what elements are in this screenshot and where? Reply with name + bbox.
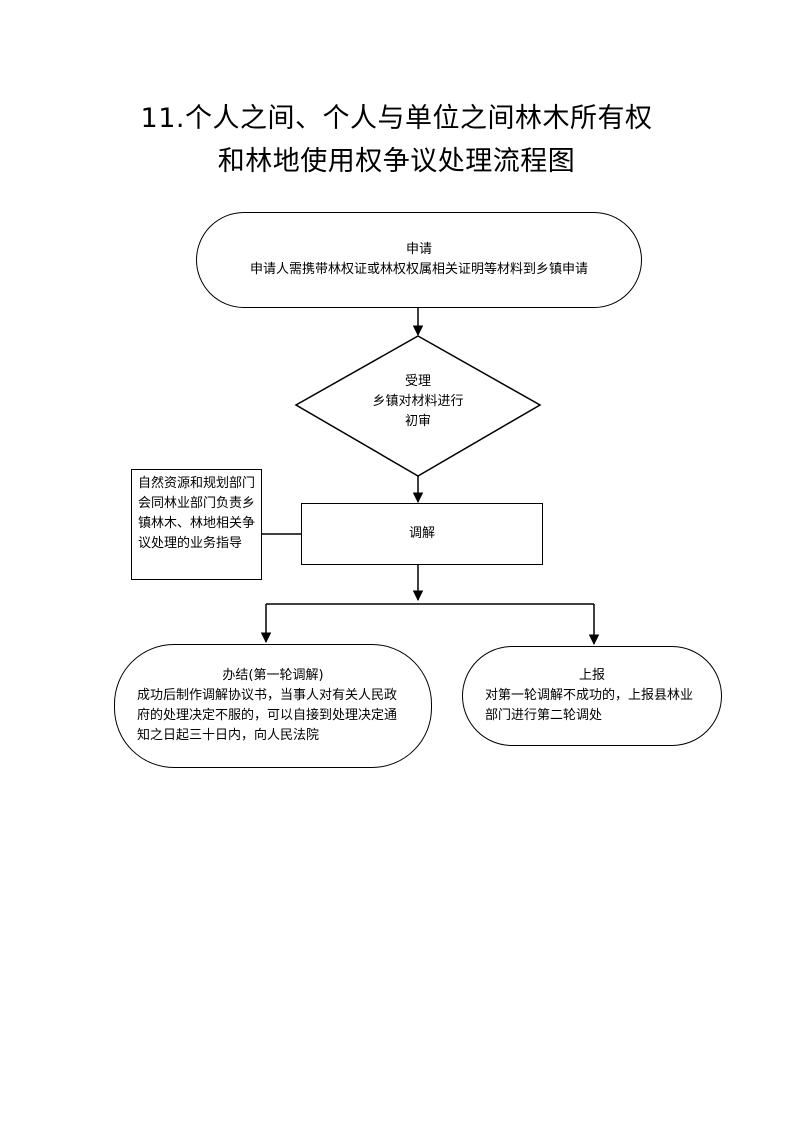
apply-node: 申请 申请人需携带林权证或林权权属相关证明等材料到乡镇申请 [196,212,642,308]
report-node: 上报 对第一轮调解不成功的，上报县林业部门进行第二轮调处 [462,646,722,746]
report-body: 对第一轮调解不成功的，上报县林业部门进行第二轮调处 [485,688,694,723]
accept-heading: 受理 [404,374,431,389]
page-title-line-2: 和林地使用权争议处理流程图 [217,146,576,177]
page-title-line-1: 11.个人之间、个人与单位之间林木所有权 [140,103,653,134]
accept-node: 受理 乡镇对材料进行初审 [330,372,506,432]
mediate-heading: 调解 [408,526,435,541]
close-heading: 办结(第一轮调解) [222,668,324,683]
guidance-note: 自然资源和规划部门会同林业部门负责乡镇林木、林地相关争议处理的业务指导 [131,469,262,580]
mediate-node: 调解 [301,503,543,565]
apply-body: 申请人需携带林权证或林权权属相关证明等材料到乡镇申请 [249,262,588,277]
accept-body: 乡镇对材料进行初审 [372,394,464,429]
apply-heading: 申请 [405,242,432,257]
report-heading: 上报 [578,668,605,683]
close-body: 成功后制作调解协议书，当事人对有关人民政府的处理决定不服的，可以自接到处理决定通… [137,688,398,743]
guidance-body: 自然资源和规划部门会同林业部门负责乡镇林木、林地相关争议处理的业务指导 [138,476,256,551]
close-node: 办结(第一轮调解) 成功后制作调解协议书，当事人对有关人民政府的处理决定不服的，… [114,644,432,768]
